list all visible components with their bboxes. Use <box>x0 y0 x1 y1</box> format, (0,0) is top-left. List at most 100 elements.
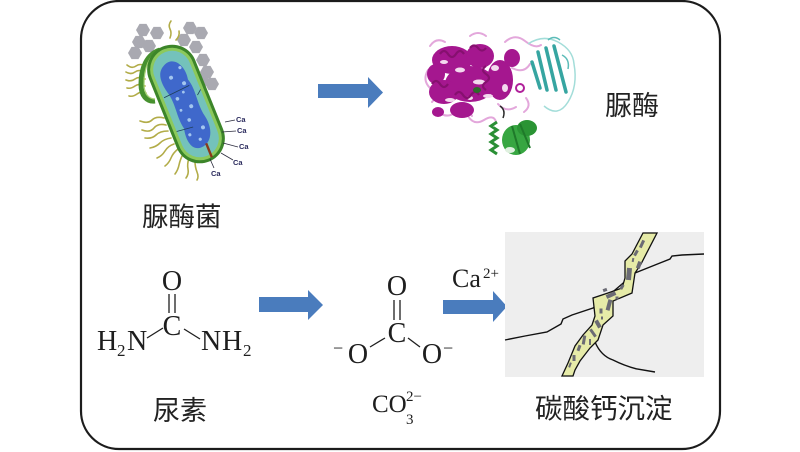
membrane-detail-lines <box>163 85 201 132</box>
pilus <box>174 153 184 175</box>
carbonate-top-oxygen: O <box>387 271 407 302</box>
calcium-label: Ca <box>236 115 246 124</box>
calcite-crystal <box>605 299 613 311</box>
calcite-crystal <box>576 344 582 352</box>
calcite-crystal <box>589 328 597 338</box>
pilus <box>149 137 172 149</box>
surface-particle <box>136 23 150 37</box>
urea-carbon: C <box>163 311 182 342</box>
urea-label: 尿素 <box>153 396 207 427</box>
calcite-crystal <box>631 257 635 263</box>
carbonate-right-oxygen: O <box>422 339 442 370</box>
carbonate-left-oxygen: O <box>348 339 368 370</box>
urea-left-hydrogen-count: 2 <box>117 341 126 360</box>
calcite-crystal <box>635 261 643 269</box>
pilus <box>185 157 190 179</box>
carbonate-formula-charge: 2− <box>406 389 422 405</box>
surface-particles <box>128 21 219 91</box>
enzyme-green-domain <box>488 105 537 156</box>
urea-left-nitrogen: N <box>127 326 147 357</box>
bacterium-label: 脲酶菌 <box>142 202 222 233</box>
pilus <box>175 30 180 41</box>
calcium-carbonate-crack-illustration <box>504 232 705 377</box>
nucleoid-texture <box>169 66 205 141</box>
calcium-ion-charge: 2+ <box>483 266 499 282</box>
carbonate-carbon: C <box>388 318 407 349</box>
surface-particle <box>150 26 164 40</box>
surface-particle <box>189 40 203 54</box>
urea-right-hydrogen: H <box>222 326 242 357</box>
arrow-right-icon <box>318 77 383 108</box>
carbonate-formula-base: CO <box>372 391 407 418</box>
pilus <box>144 130 169 139</box>
carbonate-left-charge: − <box>333 338 343 358</box>
pilus <box>194 160 199 181</box>
calcite-crystal <box>581 335 587 345</box>
calcium-label: Ca <box>211 169 221 178</box>
calcium-label: Ca <box>239 142 249 151</box>
surface-particle <box>142 39 156 53</box>
calcium-pointer-line <box>224 119 236 123</box>
surface-particle <box>128 46 142 60</box>
carbonate-left-bond <box>369 337 386 348</box>
calcite-crystal <box>601 316 603 320</box>
calcium-surface-labels: Ca Ca Ca Ca Ca <box>209 115 249 178</box>
calcite-crystal <box>633 249 639 257</box>
calcium-pointer-line <box>209 158 215 169</box>
urea-left-bond <box>146 327 164 339</box>
enzyme-magenta-domain <box>427 44 520 118</box>
calcite-crystal <box>602 287 608 293</box>
surface-particle <box>183 21 197 35</box>
calcium-label: Ca <box>237 126 247 135</box>
crack-line-branch <box>594 341 656 373</box>
nucleoid <box>160 61 211 149</box>
carbonate-formula-subscript: 3 <box>406 412 414 428</box>
calcite-crystals <box>568 239 646 368</box>
calcite-crystal <box>625 267 633 281</box>
urea-structure: O C H 2 N N H 2 <box>97 266 252 360</box>
pilus <box>141 123 167 132</box>
calcium-pointer-line <box>222 142 239 148</box>
calcium-ion-symbol: Ca <box>452 264 481 293</box>
pilus <box>139 116 165 124</box>
pilus <box>168 20 172 39</box>
calcite-crystal <box>605 291 617 299</box>
calcite-crystal <box>589 339 591 345</box>
calcite-crystal <box>568 362 572 368</box>
surface-particle <box>132 35 146 49</box>
arrow-right-icon <box>259 290 323 320</box>
calcite-crystal <box>572 355 576 361</box>
carbonate-formula-label: CO 3 2− <box>372 389 422 428</box>
carbonate-right-charge: − <box>443 338 453 358</box>
surface-particle <box>205 77 219 91</box>
enzyme-texture <box>440 60 508 102</box>
enzyme-cyan-domain <box>527 36 576 112</box>
calcium-pointer-line <box>220 152 234 161</box>
urease-bacterium-illustration: Ca Ca Ca Ca Ca <box>125 20 249 181</box>
calcium-label: Ca <box>233 158 243 167</box>
surface-particle <box>196 53 210 67</box>
pilus <box>156 143 175 159</box>
cell-wall-fold <box>138 47 161 104</box>
membrane-channel <box>205 142 213 158</box>
urea-right-hydrogen-count: 2 <box>243 341 252 360</box>
calcite-crystal <box>619 284 625 290</box>
urea-right-nitrogen: N <box>201 326 221 357</box>
calcium-ion-label: Ca 2+ <box>452 264 499 293</box>
arrow-right-icon <box>443 291 507 322</box>
precipitate-label: 碳酸钙沉淀 <box>535 393 673 425</box>
surface-particle <box>194 26 208 40</box>
surface-particle <box>177 33 191 47</box>
bacterium-cell-body <box>147 44 225 164</box>
calcite-crystal <box>638 239 646 249</box>
carbonate-right-bond <box>407 337 421 348</box>
calcite-crystal <box>615 296 619 300</box>
active-site-metal <box>473 87 481 93</box>
calcite-crystal <box>594 319 602 329</box>
calcite-crystal <box>599 308 603 314</box>
urea-left-hydrogen: H <box>97 326 117 357</box>
enzyme-label: 脲酶 <box>605 91 659 122</box>
pilus <box>164 148 179 167</box>
urea-right-bond <box>183 328 201 340</box>
